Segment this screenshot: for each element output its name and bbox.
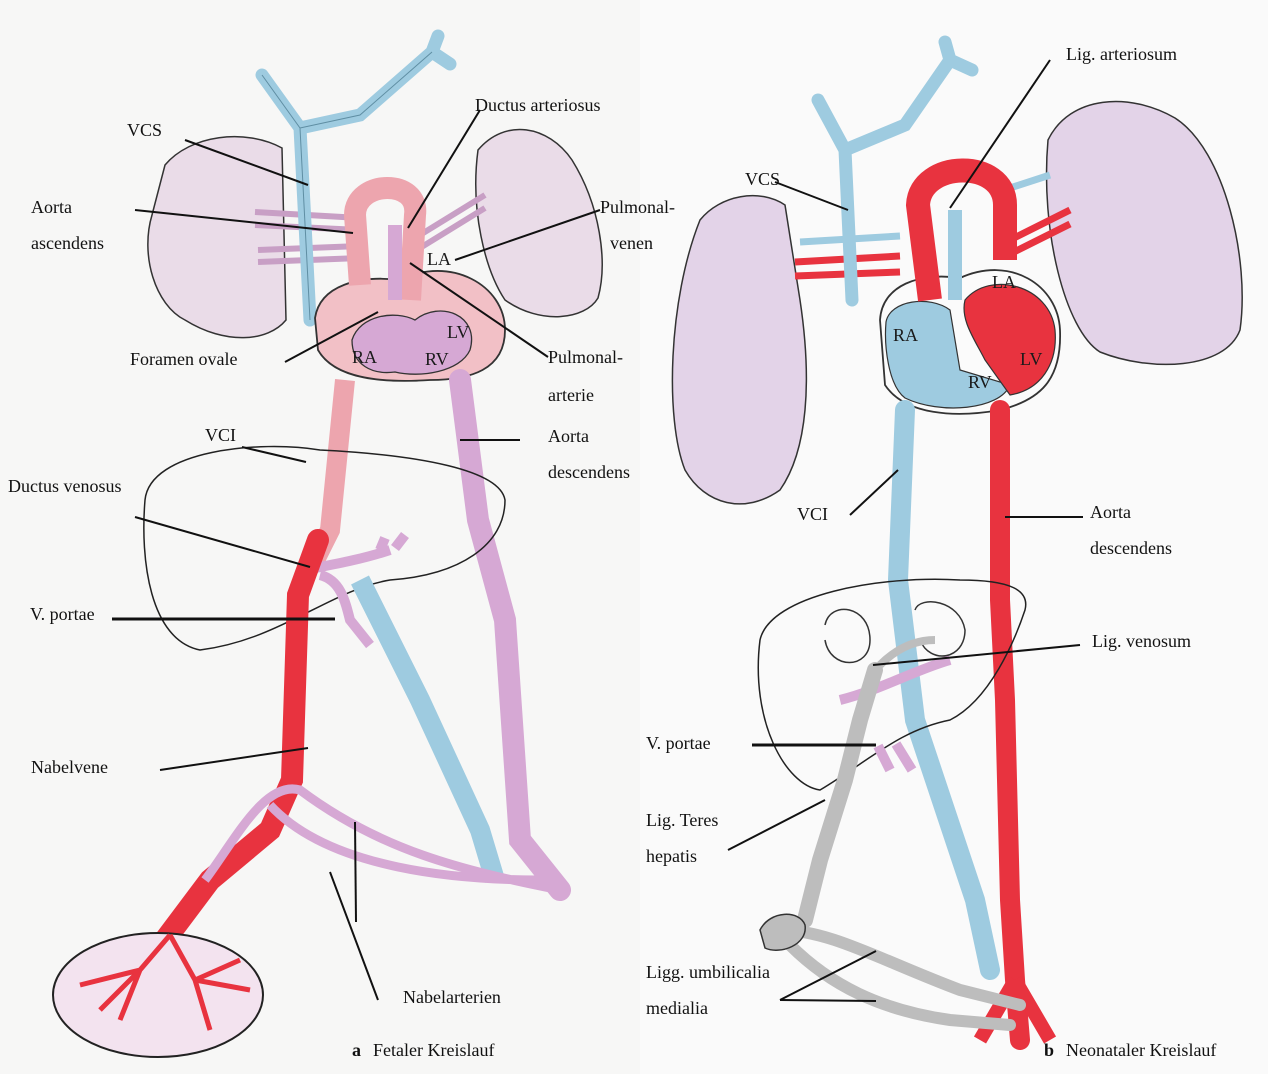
- aorta-descendens-vessel-b: [1000, 410, 1020, 1040]
- label-aorta-desc-line2-b: descendens: [1090, 538, 1172, 558]
- chamber-la-b: LA: [992, 272, 1016, 292]
- leader-ductus-arteriosus-a: [408, 110, 480, 228]
- leader-vcs-b: [775, 182, 848, 210]
- label-pulmonalarterie-line2-a: arterie: [548, 385, 594, 405]
- lig-teres-b: [805, 670, 875, 920]
- label-ligg-umb-line2-b: medialia: [646, 998, 708, 1018]
- label-aorta-desc-line1-b: Aorta: [1090, 502, 1131, 522]
- label-nabelvene-a: Nabelvene: [31, 757, 108, 777]
- chamber-rv-b: RV: [968, 372, 992, 392]
- leader-ductus-venosus-a: [135, 517, 310, 567]
- label-vci-a: VCI: [205, 425, 236, 445]
- chamber-lv-b: LV: [1020, 349, 1042, 369]
- lung-left-a: [476, 129, 602, 316]
- label-lig-venosum-b: Lig. venosum: [1092, 631, 1191, 651]
- label-vcs-b: VCS: [745, 169, 780, 189]
- label-v-portae-a: V. portae: [30, 604, 95, 624]
- label-vcs-a: VCS: [127, 120, 162, 140]
- panel-a-fetal-circulation: LA LV RA RV VCS Aorta ascendens Ductus a…: [8, 36, 675, 1060]
- caption-letter-a: a: [352, 1040, 361, 1060]
- chamber-ra-a: RA: [352, 347, 377, 367]
- label-foramen-ovale-a: Foramen ovale: [130, 349, 237, 369]
- leader-nabelarterien-2-a: [355, 822, 356, 922]
- umbilical-knot-b: [760, 914, 805, 950]
- label-lig-arteriosum-b: Lig. arteriosum: [1066, 44, 1177, 64]
- label-pulmonalarterie-line1-a: Pulmonal-: [548, 347, 623, 367]
- label-ligg-umb-line1-b: Ligg. umbilicalia: [646, 962, 770, 982]
- lung-right-b: [672, 196, 806, 504]
- label-ductus-arteriosus-a: Ductus arteriosus: [475, 95, 600, 115]
- label-nabelarterien-a: Nabelarterien: [403, 987, 501, 1007]
- vci-vessel-b: [898, 410, 990, 970]
- caption-letter-b: b: [1044, 1040, 1054, 1060]
- panel-b-neonatal-circulation: LA LV RA RV Lig. arteriosum VCS VCI Aort…: [646, 42, 1242, 1060]
- label-vci-b: VCI: [797, 504, 828, 524]
- chamber-la-a: LA: [427, 249, 451, 269]
- label-pulmonalvenen-line1-a: Pulmonal-: [600, 197, 675, 217]
- chamber-ra-b: RA: [893, 325, 918, 345]
- label-lig-teres-line2-b: hepatis: [646, 846, 697, 866]
- label-pulmonalvenen-line2-a: venen: [610, 233, 653, 253]
- lung-right-a: [148, 137, 286, 338]
- chamber-rv-a: RV: [425, 349, 449, 369]
- label-aorta-desc-line1-a: Aorta: [548, 426, 589, 446]
- label-aorta-asc-line2-a: ascendens: [31, 233, 104, 253]
- label-ductus-venosus-a: Ductus venosus: [8, 476, 122, 496]
- nabelvene-vessel-a: [165, 540, 318, 940]
- leader-lig-teres-b: [728, 800, 825, 850]
- label-aorta-desc-line2-a: descendens: [548, 462, 630, 482]
- lung-left-b: [1047, 102, 1243, 365]
- label-v-portae-b: V. portae: [646, 733, 711, 753]
- label-aorta-asc-line1-a: Aorta: [31, 197, 72, 217]
- leader-nabelarterien-a: [330, 872, 378, 1000]
- leader-vci-a: [242, 447, 306, 462]
- caption-text-a: Fetaler Kreislauf: [373, 1040, 494, 1060]
- leader-ligg-umb-2-b: [780, 1000, 876, 1001]
- chamber-lv-a: LV: [447, 322, 469, 342]
- label-lig-teres-line1-b: Lig. Teres: [646, 810, 718, 830]
- leader-vci-b: [850, 470, 898, 515]
- caption-text-b: Neonataler Kreislauf: [1066, 1040, 1216, 1060]
